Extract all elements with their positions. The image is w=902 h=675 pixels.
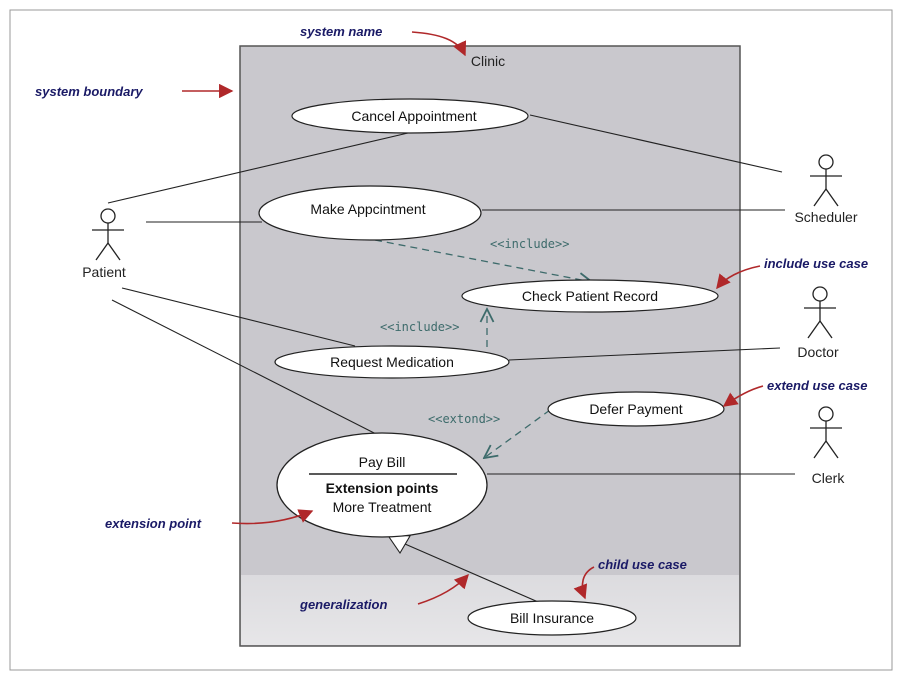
use-case-label: Pay Bill bbox=[359, 454, 406, 470]
actor-label: Scheduler bbox=[794, 209, 857, 225]
include-stereotype-2: <<include>> bbox=[380, 320, 459, 334]
use-case-check-patient-record[interactable]: Check Patient Record bbox=[461, 279, 719, 313]
system-boundary bbox=[239, 45, 741, 647]
annotation-include-use-case: include use case bbox=[764, 256, 868, 271]
actor-label: Clerk bbox=[812, 470, 846, 486]
use-case-label: Cancel Appointment bbox=[351, 108, 476, 124]
use-case-ellipse bbox=[276, 432, 488, 538]
use-case-defer-payment[interactable]: Defer Payment bbox=[547, 391, 725, 427]
stick-figure-icon bbox=[92, 208, 124, 261]
actor-clerk[interactable]: Clerk bbox=[810, 406, 846, 486]
extension-points-heading: Extension points bbox=[326, 480, 439, 496]
use-case-request-medication[interactable]: Request Medication bbox=[274, 345, 510, 379]
use-case-label: Make Appcintment bbox=[310, 201, 425, 217]
system-name-label: Clinic bbox=[471, 53, 505, 69]
arrow-extension-point bbox=[231, 509, 314, 525]
annotation-system-boundary: system boundary bbox=[35, 84, 143, 99]
arrow-child-use-case bbox=[573, 566, 595, 600]
arrow-include-use-case bbox=[716, 265, 761, 290]
stick-figure-icon bbox=[810, 406, 842, 459]
annotation-extend-use-case: extend use case bbox=[767, 378, 867, 393]
extension-point-label: More Treatment bbox=[333, 499, 432, 515]
actor-label: Patient bbox=[82, 264, 126, 280]
extend-stereotype: <<extond>> bbox=[428, 412, 500, 426]
annotation-generalization: generalization bbox=[299, 597, 387, 612]
use-case-label: Bill Insurance bbox=[510, 610, 594, 626]
stick-figure-icon bbox=[810, 154, 842, 207]
use-case-label: Defer Payment bbox=[589, 401, 682, 417]
annotation-extension-point: extension point bbox=[105, 516, 202, 531]
use-case-label: Check Patient Record bbox=[522, 288, 658, 304]
associations bbox=[107, 114, 795, 475]
actor-patient[interactable]: Patient bbox=[82, 208, 126, 280]
assoc-doctor-request bbox=[508, 347, 781, 361]
use-case-cancel-appointment[interactable]: Cancel Appointment bbox=[291, 98, 529, 134]
dependencies bbox=[374, 239, 592, 458]
use-case-ellipse bbox=[258, 185, 482, 241]
actor-scheduler[interactable]: Scheduler bbox=[794, 154, 858, 225]
use-case-ellipse bbox=[291, 98, 529, 134]
use-case-ellipse bbox=[461, 279, 719, 313]
use-case-ellipse bbox=[547, 391, 725, 427]
generalization-line bbox=[404, 543, 553, 609]
arrow-extend-use-case bbox=[722, 385, 764, 407]
use-case-ellipse bbox=[274, 345, 510, 379]
stick-figure-icon bbox=[804, 286, 836, 339]
include-make-check bbox=[374, 239, 592, 282]
actor-label: Doctor bbox=[797, 344, 839, 360]
assoc-scheduler-cancel bbox=[529, 114, 783, 173]
annotation-system-name: system name bbox=[300, 24, 382, 39]
use-case-bill-insurance[interactable]: Bill Insurance bbox=[467, 600, 637, 636]
annotation-arrows bbox=[182, 31, 764, 605]
use-case-pay-bill[interactable]: Pay Bill Extension points More Treatment bbox=[276, 432, 488, 538]
actor-doctor[interactable]: Doctor bbox=[797, 286, 839, 360]
include-stereotype-1: <<include>> bbox=[490, 237, 569, 251]
arrow-system-name bbox=[411, 31, 467, 57]
use-case-make-appointment[interactable]: Make Appcintment bbox=[258, 185, 482, 241]
assoc-patient-paybill bbox=[111, 299, 383, 438]
annotation-child-use-case: child use case bbox=[598, 557, 687, 572]
use-case-ellipse bbox=[467, 600, 637, 636]
use-case-label: Request Medication bbox=[330, 354, 454, 370]
assoc-patient-cancel bbox=[107, 132, 409, 204]
assoc-patient-request bbox=[121, 287, 356, 347]
arrow-generalization bbox=[417, 573, 469, 605]
extend-defer-paybill bbox=[484, 409, 551, 458]
